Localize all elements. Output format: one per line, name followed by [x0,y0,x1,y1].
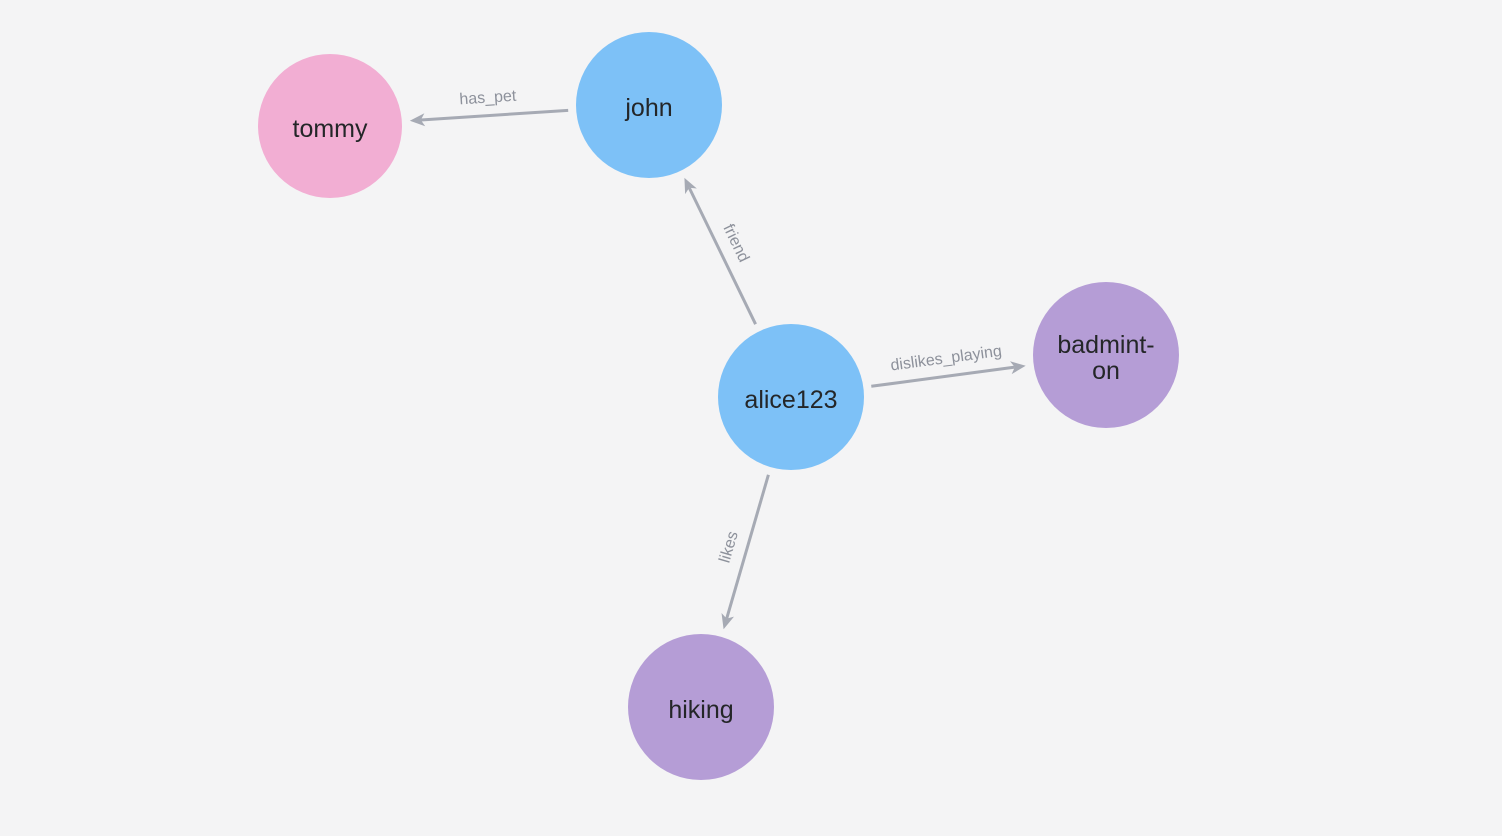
node-circle-john[interactable] [576,32,722,178]
edge-line-likes[interactable] [725,474,770,620]
edge-label-has_pet[interactable]: has_pet [459,88,517,109]
node-tommy[interactable]: tommy [258,54,402,198]
node-badminton[interactable]: badmint-on [1033,282,1179,428]
nodes-layer: tommy john alice123 badmint-on hiking [258,32,1179,780]
node-circle-alice123[interactable] [718,324,864,470]
edge-friend: friend [684,177,757,325]
node-circle-tommy[interactable] [258,54,402,198]
node-circle-hiking[interactable] [628,634,774,780]
edge-line-dislikes_playing[interactable] [871,365,1016,388]
node-alice123[interactable]: alice123 [718,324,864,470]
arrowhead-icon [684,177,697,195]
node-john[interactable]: john [576,32,722,178]
edge-has_pet: has_pet [409,88,569,127]
arrowhead-icon [721,612,735,630]
edge-likes: likes [717,474,770,630]
node-circle-badminton[interactable] [1033,282,1179,428]
edge-label-likes[interactable]: likes [717,529,742,564]
edge-line-has_pet[interactable] [420,108,569,122]
arrowhead-icon [1009,361,1026,375]
arrowhead-icon [409,113,426,127]
edge-line-friend[interactable] [687,187,757,325]
node-hiking[interactable]: hiking [628,634,774,780]
edge-dislikes_playing: dislikes_playing [871,343,1026,388]
